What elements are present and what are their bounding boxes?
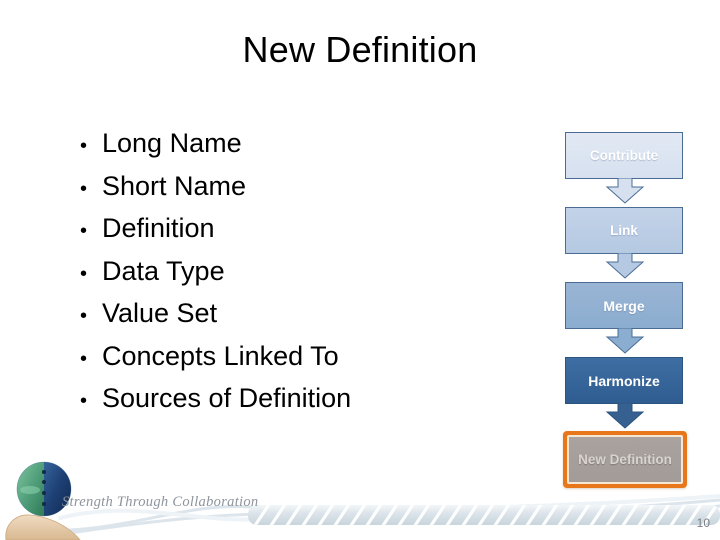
flow-step-contribute: Contribute: [565, 132, 683, 179]
list-item-label: Short Name: [102, 170, 247, 201]
process-flowchart: Contribute Link Merge Harmonize New D: [563, 128, 687, 498]
list-item-label: Definition: [102, 213, 215, 243]
footer-tagline: Strength Through Collaboration: [62, 494, 259, 510]
bullet-marker-icon: •: [80, 135, 88, 157]
down-arrow-icon: [605, 252, 645, 279]
list-item-label: Concepts Linked To: [102, 340, 339, 371]
list-item-label: Long Name: [102, 128, 242, 158]
down-arrow-icon: [605, 402, 645, 429]
list-item: • Value Set: [72, 292, 512, 335]
list-item: • Data Type: [72, 250, 512, 293]
flow-step-merge: Merge: [565, 282, 683, 329]
list-item: • Definition: [72, 207, 512, 250]
flow-step-link: Link: [565, 207, 683, 254]
bullet-marker-icon: •: [80, 177, 88, 200]
bullet-list: • Long Name • Short Name • Definition • …: [72, 122, 512, 420]
page-title: New Definition: [242, 29, 478, 70]
list-item-label: Sources of Definition: [102, 383, 352, 413]
flow-step-new-definition: New Definition: [567, 435, 683, 484]
list-item-label: Data Type: [102, 255, 225, 286]
down-arrow-icon: [605, 327, 645, 354]
list-item: • Concepts Linked To: [72, 335, 512, 378]
down-arrow-icon: [605, 177, 645, 204]
list-item: • Long Name: [72, 122, 512, 165]
flow-step-harmonize: Harmonize: [565, 357, 683, 404]
logo-hand-shape: [5, 514, 81, 540]
bullet-marker-icon: •: [80, 390, 88, 412]
bullet-marker-icon: •: [80, 220, 88, 242]
flow-step-new-definition-highlight: New Definition: [563, 431, 687, 488]
bullet-marker-icon: •: [80, 305, 88, 327]
page-number: 10: [696, 516, 710, 530]
list-item: • Sources of Definition: [72, 377, 512, 420]
bullet-marker-icon: •: [80, 262, 88, 285]
list-item: • Short Name: [72, 165, 512, 208]
list-item-label: Value Set: [102, 298, 218, 328]
bullet-marker-icon: •: [80, 347, 88, 370]
